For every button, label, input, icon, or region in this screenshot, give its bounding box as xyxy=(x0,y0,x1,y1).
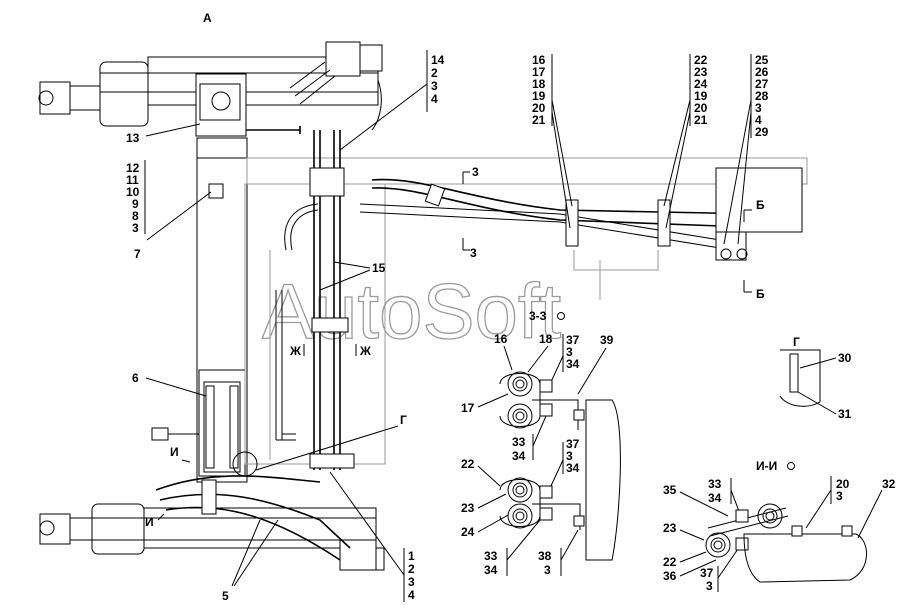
callout: 17 xyxy=(532,65,546,79)
callout: 20 xyxy=(694,101,708,115)
callout: 6 xyxy=(132,371,139,385)
section-title-i-i: И-И xyxy=(756,459,777,473)
callout: 10 xyxy=(126,185,140,199)
section-3-3-view: 3-3 16 18 39 17 37 3 34 33 34 37 3 34 22… xyxy=(461,309,621,577)
callout: 34 xyxy=(566,357,580,371)
section-mark-b-bottom: Б xyxy=(756,287,765,301)
callout: 34 xyxy=(512,449,526,463)
callout: 24 xyxy=(461,525,475,539)
section-mark-zh-left: Ж xyxy=(289,344,301,358)
callout: 15 xyxy=(372,261,386,275)
callout: 16 xyxy=(494,332,508,346)
callout: 21 xyxy=(532,113,546,127)
callout: 32 xyxy=(882,477,896,491)
callout: 34 xyxy=(708,491,722,505)
callout-stack-clamp-b: 22 23 24 19 20 21 xyxy=(663,53,708,229)
callout: 29 xyxy=(755,125,769,139)
callout: 37 xyxy=(566,333,580,347)
callout: 18 xyxy=(532,77,546,91)
detail-g-view: Г 30 31 xyxy=(779,335,852,421)
callout-stack-clamp-c: 25 26 27 28 3 4 29 xyxy=(723,53,769,245)
callout: 26 xyxy=(755,65,769,79)
callout-stack-top-left: 12 11 10 9 8 3 xyxy=(126,160,212,241)
callout: 8 xyxy=(132,209,139,223)
callout: 36 xyxy=(663,569,677,583)
callout: 20 xyxy=(836,477,850,491)
callout: 3 xyxy=(544,563,551,577)
callout: 17 xyxy=(461,401,475,415)
callout: 24 xyxy=(694,77,708,91)
watermark: AutoSoft xyxy=(262,267,562,355)
callout: 3 xyxy=(706,579,713,593)
callout: 23 xyxy=(663,521,677,535)
callout: 4 xyxy=(755,113,762,127)
callout: 3 xyxy=(566,345,573,359)
main-view-callouts: 13 7 15 6 Г 5 xyxy=(126,123,407,603)
callout: 21 xyxy=(694,113,708,127)
callout-stack-clamp-a: 16 17 18 19 20 21 xyxy=(532,53,573,229)
callout-stack-top-pipe: 14 2 3 4 xyxy=(339,50,445,151)
callout: 22 xyxy=(663,555,677,569)
callout: 38 xyxy=(538,549,552,563)
section-mark-i-bottom: И xyxy=(145,515,154,529)
callout: 11 xyxy=(126,173,139,187)
section-mark-i-top: И xyxy=(170,445,179,459)
section-mark-3-bottom: 3 xyxy=(470,246,477,260)
callout: 4 xyxy=(431,92,438,106)
callout: 34 xyxy=(484,563,498,577)
detail-g-title: Г xyxy=(793,335,800,349)
callout: 18 xyxy=(539,332,553,346)
callout: 34 xyxy=(566,461,580,475)
callout: 5 xyxy=(222,589,229,603)
callout: 31 xyxy=(838,407,852,421)
callout: 33 xyxy=(708,477,722,491)
callout: 3 xyxy=(755,101,762,115)
section-title-3-3: 3-3 xyxy=(529,309,547,323)
callout: 33 xyxy=(512,435,526,449)
callout: 30 xyxy=(838,351,852,365)
callout: 2 xyxy=(408,562,415,576)
callout: 35 xyxy=(663,483,677,497)
callout: 20 xyxy=(532,101,546,115)
callout: 37 xyxy=(566,437,580,451)
callout-stack-bottom-right: 1 2 3 4 xyxy=(329,471,415,602)
callout: 22 xyxy=(461,457,475,471)
callout: 23 xyxy=(461,501,475,515)
callout: 3 xyxy=(836,489,843,503)
callout: 3 xyxy=(408,575,415,589)
callout: 12 xyxy=(126,161,140,175)
callout: 14 xyxy=(431,53,445,67)
section-mark-3-top: 3 xyxy=(472,165,479,179)
callout: 7 xyxy=(134,247,141,261)
main-assembly xyxy=(38,41,808,571)
callout: 4 xyxy=(408,588,415,602)
callout: 13 xyxy=(126,131,140,145)
callout: 3 xyxy=(566,449,573,463)
callout: 19 xyxy=(532,89,546,103)
callout: 9 xyxy=(132,197,139,211)
section-i-i-view: И-И 35 33 34 20 3 32 23 22 36 37 3 xyxy=(663,459,896,593)
callout: 1 xyxy=(408,549,415,563)
callout: 27 xyxy=(755,77,769,91)
callout: 3 xyxy=(132,221,139,235)
callout: 2 xyxy=(431,66,438,80)
callout: 25 xyxy=(755,53,769,67)
callout: 16 xyxy=(532,53,546,67)
callout: 33 xyxy=(484,549,498,563)
section-mark-zh-right: Ж xyxy=(359,344,371,358)
callout: 39 xyxy=(600,333,614,347)
callout: 28 xyxy=(755,89,769,103)
callout: 3 xyxy=(431,79,438,93)
callout: 37 xyxy=(700,566,714,580)
detail-mark-g: Г xyxy=(400,413,407,427)
callout: 19 xyxy=(694,89,708,103)
section-markers: 3 3 Б Б Ж Ж И И xyxy=(145,165,765,529)
callout: 23 xyxy=(694,65,708,79)
callout: 22 xyxy=(694,53,708,67)
section-mark-b-top: Б xyxy=(756,198,765,212)
view-title: А xyxy=(203,11,212,25)
